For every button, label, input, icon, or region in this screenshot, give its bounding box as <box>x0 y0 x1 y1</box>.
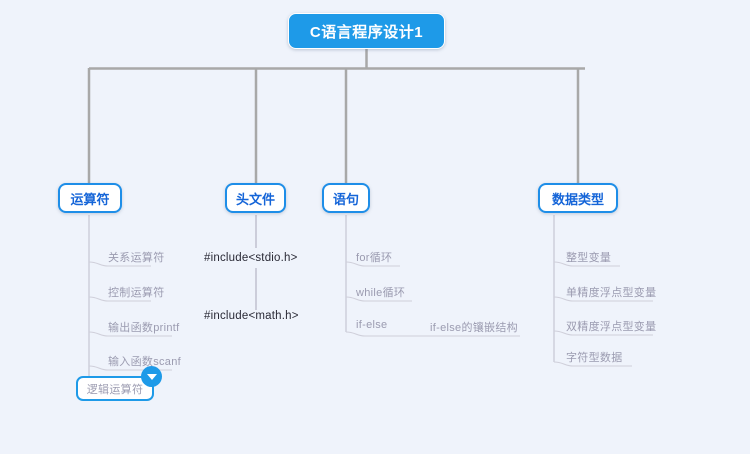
chevron-down-glyph <box>146 374 157 380</box>
leaf-item[interactable]: 控制运算符 <box>108 287 165 299</box>
branch-node-headers[interactable]: 头文件 <box>225 183 286 213</box>
leaf-item[interactable]: 关系运算符 <box>108 252 165 264</box>
root-node-label: C语言程序设计1 <box>309 23 424 41</box>
leaf-item[interactable]: 单精度浮点型变量 <box>566 287 657 299</box>
leaf-item[interactable]: 输入函数scanf <box>108 356 181 368</box>
leaf-subitem[interactable]: if-else的镶嵌结构 <box>430 322 518 334</box>
branch-node-statements[interactable]: 语句 <box>322 183 370 213</box>
leaf-item[interactable]: #include<stdio.h> <box>204 252 298 264</box>
leaf-item[interactable]: while循环 <box>356 287 406 299</box>
chevron-down-icon[interactable] <box>141 366 162 387</box>
branch-node-label: 数据类型 <box>551 191 604 207</box>
root-node[interactable]: C语言程序设计1 <box>288 13 445 49</box>
leaf-item[interactable]: 双精度浮点型变量 <box>566 321 657 333</box>
branch-node-label: 运算符 <box>70 191 110 207</box>
leaf-item[interactable]: 字符型数据 <box>566 352 623 364</box>
leaf-item-label: 逻辑运算符 <box>86 383 144 396</box>
branch-node-datatypes[interactable]: 数据类型 <box>538 183 618 213</box>
branch-node-label: 语句 <box>332 191 359 207</box>
leaf-item[interactable]: 整型变量 <box>566 252 612 264</box>
leaf-item[interactable]: if-else <box>356 319 388 331</box>
branch-node-operators[interactable]: 运算符 <box>58 183 122 213</box>
leaf-item[interactable]: for循环 <box>356 252 393 264</box>
leaf-item[interactable]: 输出函数printf <box>108 322 180 334</box>
branch-node-label: 头文件 <box>235 191 275 207</box>
leaf-item[interactable]: #include<math.h> <box>204 310 299 322</box>
